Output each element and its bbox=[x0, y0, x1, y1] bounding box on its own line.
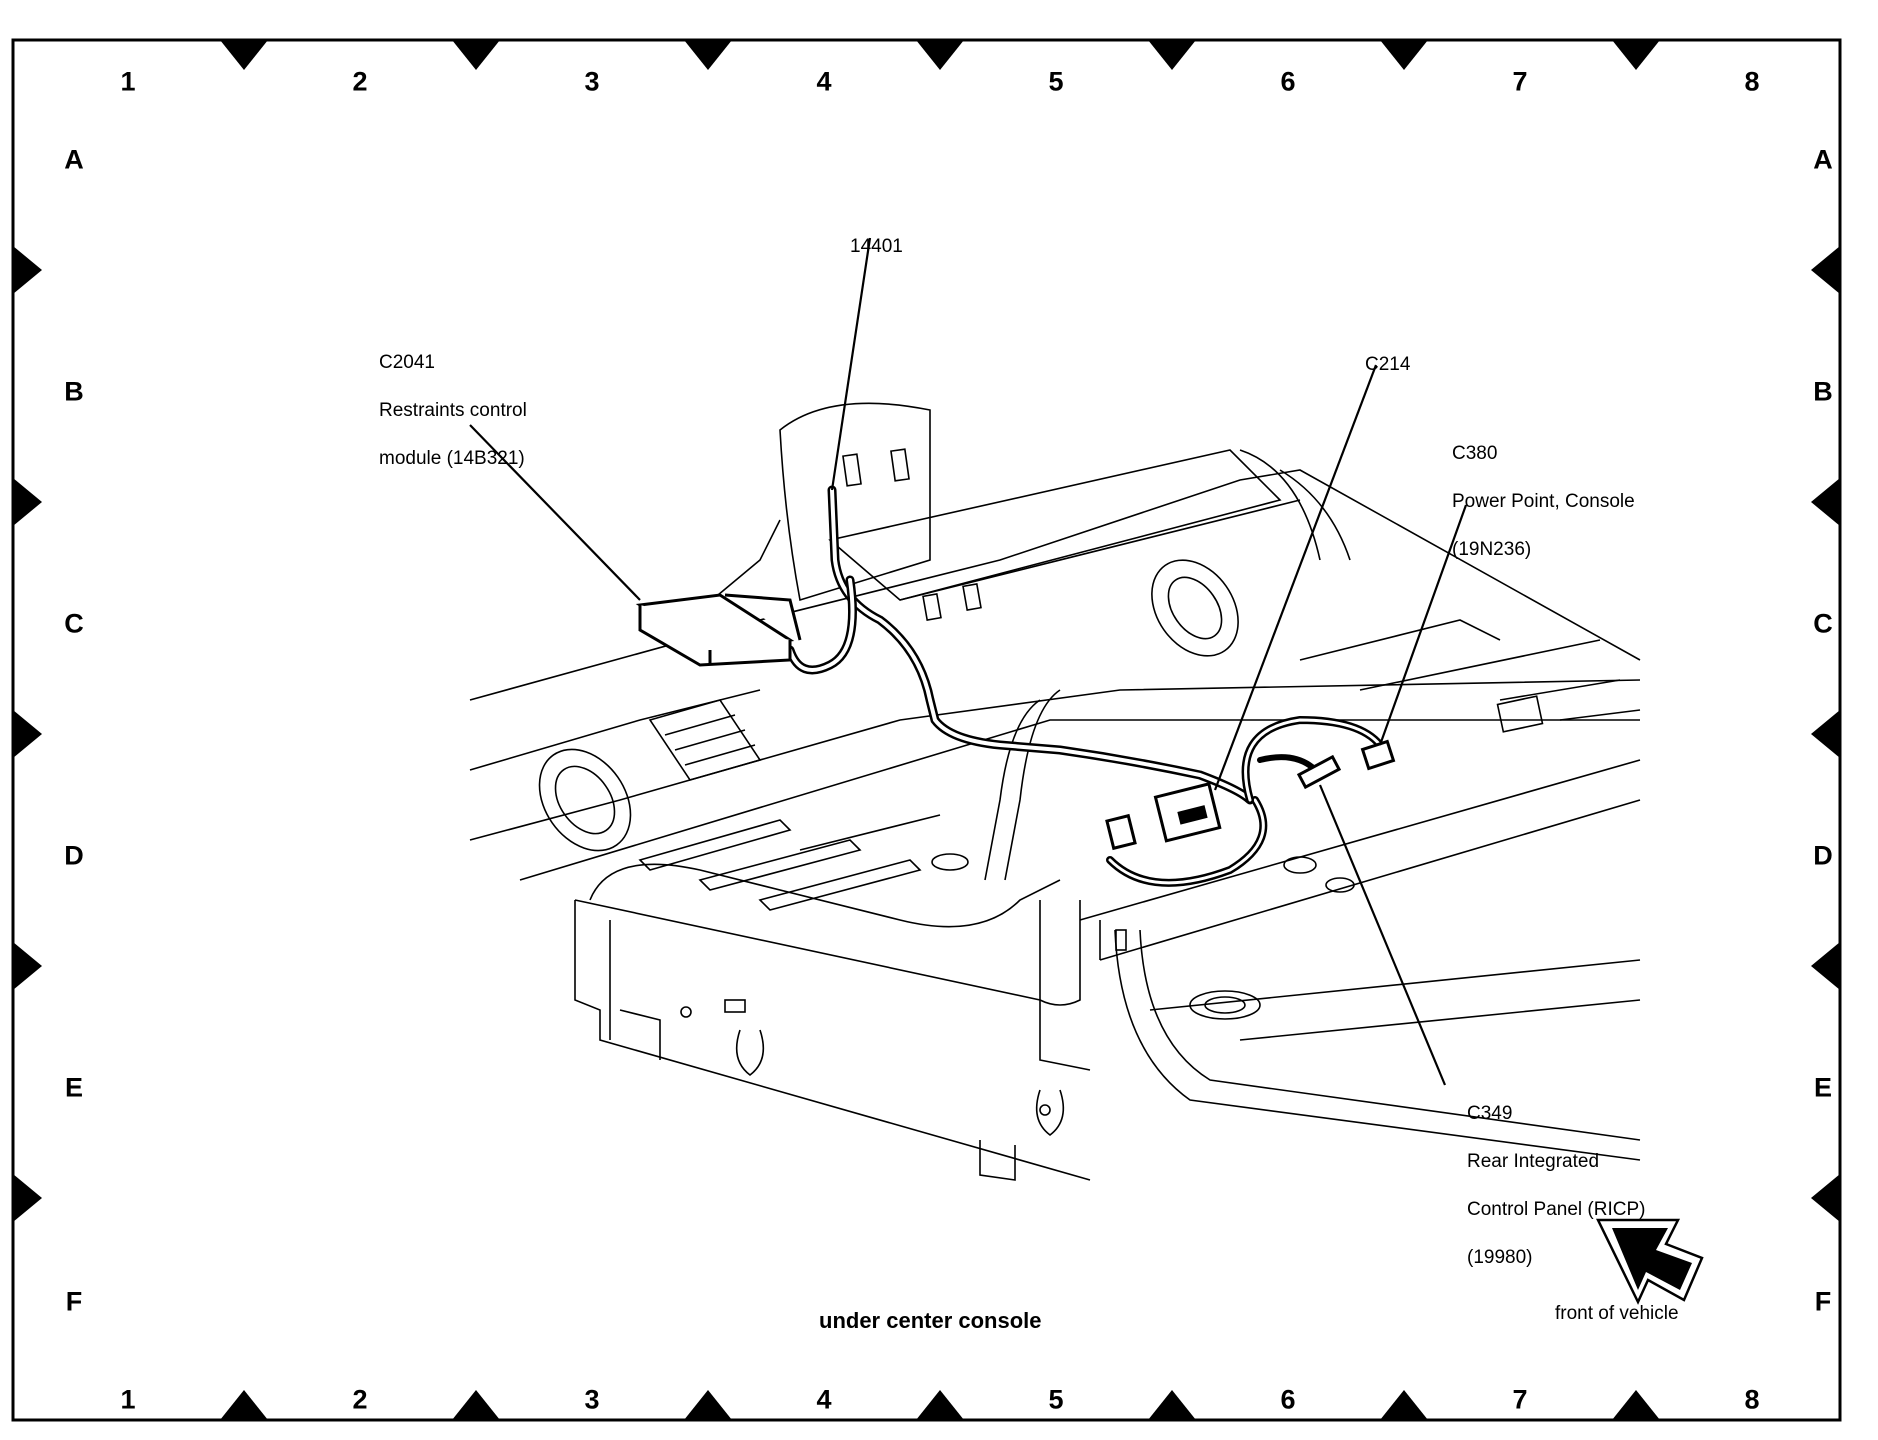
front-of-vehicle-label: front of vehicle bbox=[1555, 1303, 1679, 1324]
border-marker-bottom bbox=[916, 1390, 964, 1420]
callout-c349-line: Rear Integrated bbox=[1467, 1151, 1600, 1172]
border-marker-left bbox=[13, 710, 42, 758]
border-marker-bottom bbox=[1148, 1390, 1196, 1420]
callout-c349: C349 Rear Integrated Control Panel (RICP… bbox=[1467, 1078, 1645, 1294]
grid-row-label-left: C bbox=[64, 608, 84, 639]
grid-row-label-right: E bbox=[1813, 1072, 1833, 1103]
leader-line-14401 bbox=[830, 237, 872, 491]
grid-column-label-top: 4 bbox=[816, 66, 832, 97]
border-marker-bottom bbox=[684, 1390, 732, 1420]
border-marker-right bbox=[1811, 478, 1840, 526]
arrow-up-left-icon bbox=[1595, 1218, 1704, 1305]
border-marker-bottom bbox=[452, 1390, 500, 1420]
grid-row-label-left: E bbox=[64, 1072, 84, 1103]
grid-markers bbox=[13, 40, 1840, 1420]
grid-column-label-bottom: 8 bbox=[1744, 1384, 1760, 1415]
connector-c380-body bbox=[1360, 739, 1396, 771]
grid-column-label-bottom: 4 bbox=[816, 1384, 832, 1415]
grid-column-label-top: 7 bbox=[1512, 66, 1528, 97]
callout-c349-line: (19980) bbox=[1467, 1247, 1533, 1268]
grid-column-label-top: 5 bbox=[1048, 66, 1064, 97]
grid-row-label-left: A bbox=[64, 144, 84, 175]
grid-column-label-bottom: 7 bbox=[1512, 1384, 1528, 1415]
grid-column-label-bottom: 5 bbox=[1048, 1384, 1064, 1415]
border-marker-bottom bbox=[1612, 1390, 1660, 1420]
grid-row-label-right: D bbox=[1813, 840, 1833, 871]
restraints-control-module-drawing bbox=[635, 593, 802, 667]
border-marker-top bbox=[452, 40, 500, 70]
callout-14401: 14401 bbox=[850, 211, 903, 259]
grid-column-label-bottom: 2 bbox=[352, 1384, 368, 1415]
grid-row-label-right: F bbox=[1814, 1286, 1832, 1317]
grid-row-label-left: B bbox=[64, 376, 84, 407]
connector-side bbox=[1105, 813, 1137, 851]
leader-line-c2041 bbox=[469, 424, 641, 601]
leader-lines bbox=[469, 237, 1468, 1086]
border-marker-left bbox=[13, 1174, 42, 1222]
border-marker-right bbox=[1811, 710, 1840, 758]
border-marker-top bbox=[1380, 40, 1428, 70]
leader-line-c380 bbox=[1378, 504, 1468, 746]
border-marker-top bbox=[1612, 40, 1660, 70]
callout-c349-line: Control Panel (RICP) bbox=[1467, 1199, 1646, 1220]
connector-c349-body bbox=[1296, 754, 1342, 790]
callout-c214: C214 bbox=[1365, 329, 1410, 377]
grid-row-label-right: A bbox=[1813, 144, 1833, 175]
border-marker-right bbox=[1811, 942, 1840, 990]
callout-c380-code: C380 bbox=[1452, 443, 1498, 464]
callout-c349-code: C349 bbox=[1467, 1103, 1513, 1124]
grid-row-label-left: F bbox=[65, 1286, 83, 1317]
leader-line-c349 bbox=[1318, 784, 1447, 1086]
grid-row-label-left: D bbox=[64, 840, 84, 871]
callout-c214-code: C214 bbox=[1365, 354, 1411, 375]
diagram-caption: under center console bbox=[819, 1308, 1042, 1333]
callout-c380: C380 Power Point, Console (19N236) bbox=[1452, 418, 1635, 586]
callout-14401-line: 14401 bbox=[850, 236, 903, 257]
callout-c2041-line: Restraints control bbox=[379, 400, 527, 421]
wiring-harness bbox=[785, 485, 1384, 887]
grid-column-label-top: 2 bbox=[352, 66, 368, 97]
connector-drawings bbox=[1105, 739, 1396, 851]
callout-c380-line: (19N236) bbox=[1452, 539, 1532, 560]
border-marker-left bbox=[13, 478, 42, 526]
border-marker-top bbox=[220, 40, 268, 70]
grid-column-label-top: 6 bbox=[1280, 66, 1296, 97]
grid-column-label-bottom: 3 bbox=[584, 1384, 600, 1415]
border-marker-left bbox=[13, 942, 42, 990]
grid-column-label-top: 8 bbox=[1744, 66, 1760, 97]
callout-c2041: C2041 Restraints control module (14B321) bbox=[379, 327, 527, 495]
leader-line-c214 bbox=[1213, 364, 1378, 791]
grid-row-label-right: B bbox=[1813, 376, 1833, 407]
border-marker-top bbox=[684, 40, 732, 70]
callout-c2041-line: module (14B321) bbox=[379, 448, 525, 469]
border-marker-right bbox=[1811, 246, 1840, 294]
grid-column-label-bottom: 6 bbox=[1280, 1384, 1296, 1415]
grid-column-label-top: 1 bbox=[120, 66, 136, 97]
grid-column-label-bottom: 1 bbox=[120, 1384, 136, 1415]
grid-column-label-top: 3 bbox=[584, 66, 600, 97]
callout-c2041-code: C2041 bbox=[379, 352, 435, 373]
border-marker-left bbox=[13, 246, 42, 294]
border-marker-bottom bbox=[1380, 1390, 1428, 1420]
callout-c380-line: Power Point, Console bbox=[1452, 491, 1635, 512]
grid-row-label-right: C bbox=[1813, 608, 1833, 639]
border-marker-right bbox=[1811, 1174, 1840, 1222]
border-marker-top bbox=[916, 40, 964, 70]
border-marker-top bbox=[1148, 40, 1196, 70]
border-marker-bottom bbox=[220, 1390, 268, 1420]
